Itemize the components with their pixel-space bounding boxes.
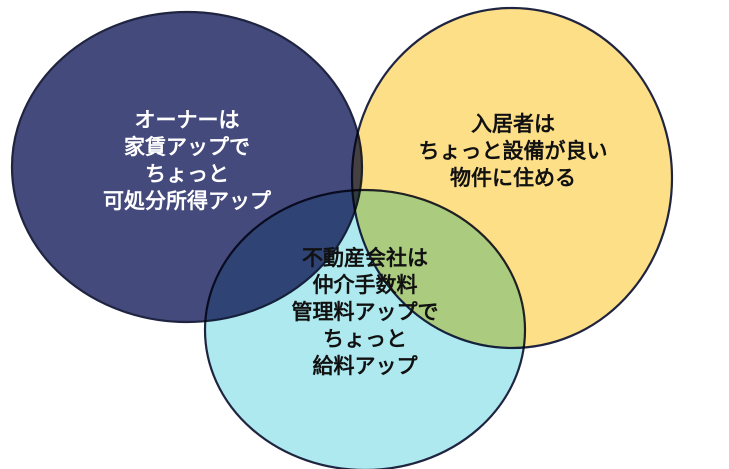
agency-circle[interactable]	[203, 188, 527, 469]
